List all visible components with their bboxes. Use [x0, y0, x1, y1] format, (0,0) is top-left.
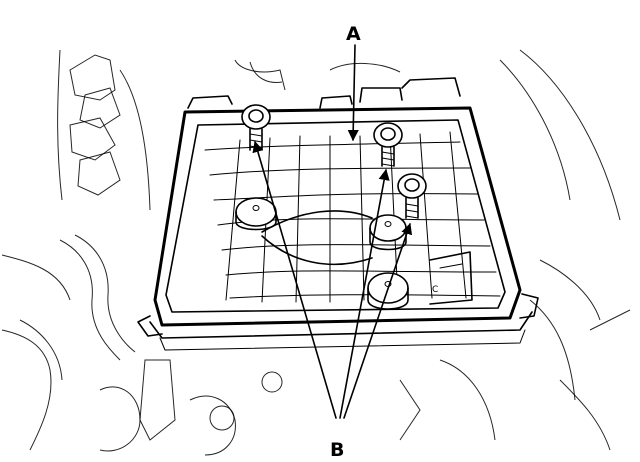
mounting-bosses: [235, 197, 409, 310]
boss-left: [235, 197, 277, 227]
engine-bay-right: [234, 49, 631, 451]
leader-a: [347, 44, 359, 142]
callout-c: C: [432, 285, 438, 295]
engine-bay-left: [1, 49, 283, 456]
leader-lines: [252, 44, 413, 419]
air-cleaner-housing: [137, 106, 539, 351]
callout-b: B: [330, 439, 344, 461]
leader-b-right: [343, 222, 413, 419]
bolt-right: [397, 173, 427, 219]
callout-a: A: [346, 23, 361, 45]
housing-top-ridges: [187, 77, 461, 109]
bolt-middle: [373, 122, 403, 167]
leader-b-left: [252, 140, 337, 419]
leader-b-middle: [339, 168, 390, 419]
